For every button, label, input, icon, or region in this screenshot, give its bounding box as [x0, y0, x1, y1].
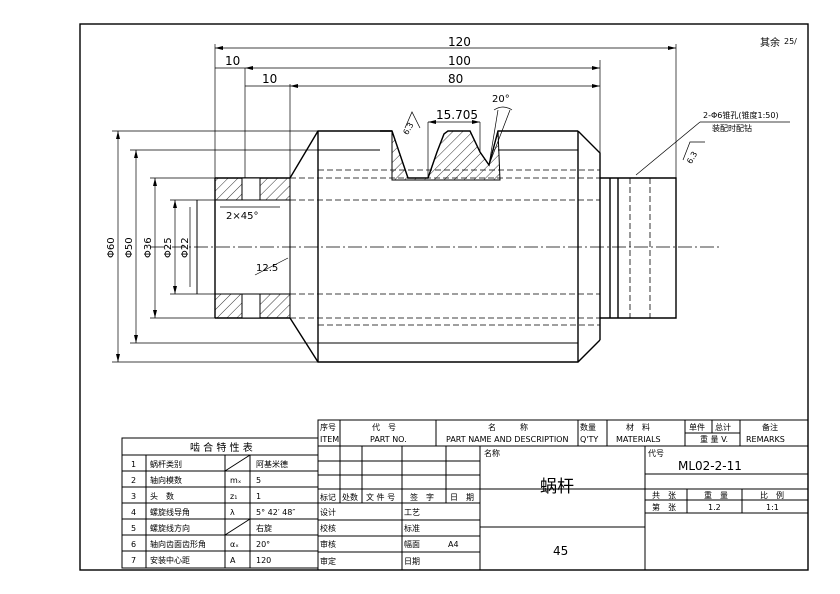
- label-design: 设计: [320, 507, 336, 517]
- mesh-table-title: 啮 合 特 性 表: [190, 441, 253, 454]
- dim-length-10b: 10: [262, 72, 277, 86]
- roughness-thread: 6.3: [401, 121, 415, 137]
- mesh-row-7-name: 安装中心距: [150, 555, 190, 565]
- label-weight: 重 量: [704, 490, 728, 500]
- note-line-2: 装配时配钻: [712, 123, 752, 133]
- title-block: [317, 419, 809, 571]
- hdr-name-en: PART NAME AND DESCRIPTION: [446, 435, 568, 444]
- mesh-row-3-name: 头 数: [150, 491, 174, 501]
- label-process: 工艺: [404, 508, 420, 517]
- rev-sign: 签 字: [410, 492, 434, 502]
- mesh-row-6-name: 轴向齿面齿形角: [150, 539, 206, 549]
- mesh-table-rows: 1 蜗杆类别 阿基米德 2 轴向模数 mₓ 5 3 头 数 z₁ 1 4 螺旋线导角 λ 5° 42′ 48…: [131, 459, 295, 565]
- mesh-row-4-val: 5° 42′ 48″: [256, 508, 295, 517]
- label-scale: 比 例: [760, 490, 784, 500]
- mesh-row-1-no: 1: [131, 460, 136, 469]
- label-check: 校核: [320, 523, 336, 533]
- hdr-total: 总计: [715, 422, 731, 432]
- mesh-row-5-no: 5: [131, 524, 136, 533]
- hdr-weight: 重 量 V.: [700, 434, 728, 444]
- mesh-row-6-val: 20°: [256, 540, 270, 549]
- label-total-sheets: 共 张: [652, 491, 676, 500]
- dim-length-120: 120: [448, 35, 471, 49]
- dim-dia-36: Φ36: [143, 237, 154, 258]
- dim-length-80: 80: [448, 72, 463, 86]
- rev-mark: 标记: [320, 492, 336, 502]
- rev-count: 处数: [342, 492, 358, 502]
- scale-value: 1:1: [766, 503, 779, 512]
- worm-shaft-outline: [214, 130, 677, 363]
- dimension-lines: [112, 44, 790, 363]
- mesh-row-3-no: 3: [131, 492, 136, 501]
- rev-doc: 文 件 号: [366, 492, 395, 502]
- label-sheet-no: 第 张: [652, 502, 676, 512]
- mesh-row-5-val: 右旋: [256, 523, 272, 533]
- roughness-symbol: 25/: [784, 37, 797, 46]
- mesh-row-4-sym: λ: [230, 508, 235, 517]
- hdr-code-cn: 代 号: [372, 422, 396, 432]
- mesh-row-2-no: 2: [131, 476, 136, 485]
- dim-pitch: 15.705: [436, 108, 478, 122]
- dim-dia-22: Φ22: [180, 237, 191, 258]
- hdr-material-cn: 材 料: [626, 422, 650, 432]
- mesh-row-2-sym: mₓ: [230, 476, 242, 485]
- label-name: 名称: [484, 448, 500, 458]
- roughness-note: 其余: [760, 36, 780, 49]
- rev-date: 日 期: [450, 493, 474, 502]
- dim-angle: 20°: [492, 94, 510, 105]
- hdr-item-cn: 序号: [320, 422, 336, 432]
- part-name: 蜗杆: [540, 477, 574, 497]
- mesh-row-3-val: 1: [256, 492, 261, 501]
- mesh-row-3-sym: z₁: [230, 492, 237, 501]
- dim-dia-50: Φ50: [124, 237, 135, 258]
- label-approve: 审定: [320, 556, 336, 566]
- roughness-end: 6.3: [685, 150, 699, 166]
- label-sheet-size: 幅面: [404, 539, 420, 549]
- dim-length-10a: 10: [225, 54, 240, 68]
- dim-dia-60: Φ60: [106, 237, 117, 258]
- label-date: 日期: [404, 557, 420, 566]
- mesh-row-1-val: 阿基米德: [256, 459, 288, 469]
- mesh-row-6-no: 6: [131, 540, 136, 549]
- dim-length-100: 100: [448, 54, 471, 68]
- section-hatching: [214, 130, 501, 319]
- drawing-code: ML02-2-11: [678, 459, 742, 473]
- label-code: 代号: [648, 448, 664, 458]
- mesh-row-7-sym: A: [230, 556, 236, 565]
- mesh-row-1-name: 蜗杆类别: [150, 459, 182, 469]
- hdr-material-en: MATERIALS: [616, 435, 661, 444]
- note-line-1: 2-Φ6锥孔(锥度1:50): [703, 110, 779, 120]
- mesh-row-4-name: 螺旋线导角: [150, 507, 190, 517]
- hdr-qty-cn: 数量: [580, 422, 596, 432]
- dim-dia-25: Φ25: [163, 237, 174, 258]
- hdr-remarks-cn: 备注: [762, 422, 778, 432]
- hdr-single: 单件: [689, 422, 705, 432]
- hdr-qty-en: Q'TY: [580, 435, 598, 444]
- hdr-name-cn: 名 称: [488, 422, 528, 432]
- hdr-code-en: PART NO.: [370, 435, 407, 444]
- hdr-remarks-en: REMARKS: [746, 435, 785, 444]
- dimension-arrows: [116, 46, 676, 362]
- mesh-row-4-no: 4: [131, 508, 136, 517]
- weight-value: 1.2: [708, 503, 721, 512]
- mesh-row-2-val: 5: [256, 476, 261, 485]
- drawing-frame: [79, 23, 809, 571]
- label-audit: 审核: [320, 539, 336, 549]
- mesh-row-5-name: 螺旋线方向: [150, 523, 190, 533]
- dim-bore-depth: 12.5: [256, 263, 278, 274]
- mesh-row-6-sym: αₓ: [230, 540, 239, 549]
- hdr-item-en: ITEM: [320, 435, 339, 444]
- mesh-row-2-name: 轴向模数: [150, 475, 182, 485]
- dim-chamfer: 2×45°: [226, 211, 258, 222]
- mesh-row-7-no: 7: [131, 556, 136, 565]
- mesh-row-7-val: 120: [256, 556, 271, 565]
- sheet-size-value: A4: [448, 540, 459, 549]
- label-standard: 标准: [404, 523, 420, 533]
- part-material: 45: [553, 544, 568, 558]
